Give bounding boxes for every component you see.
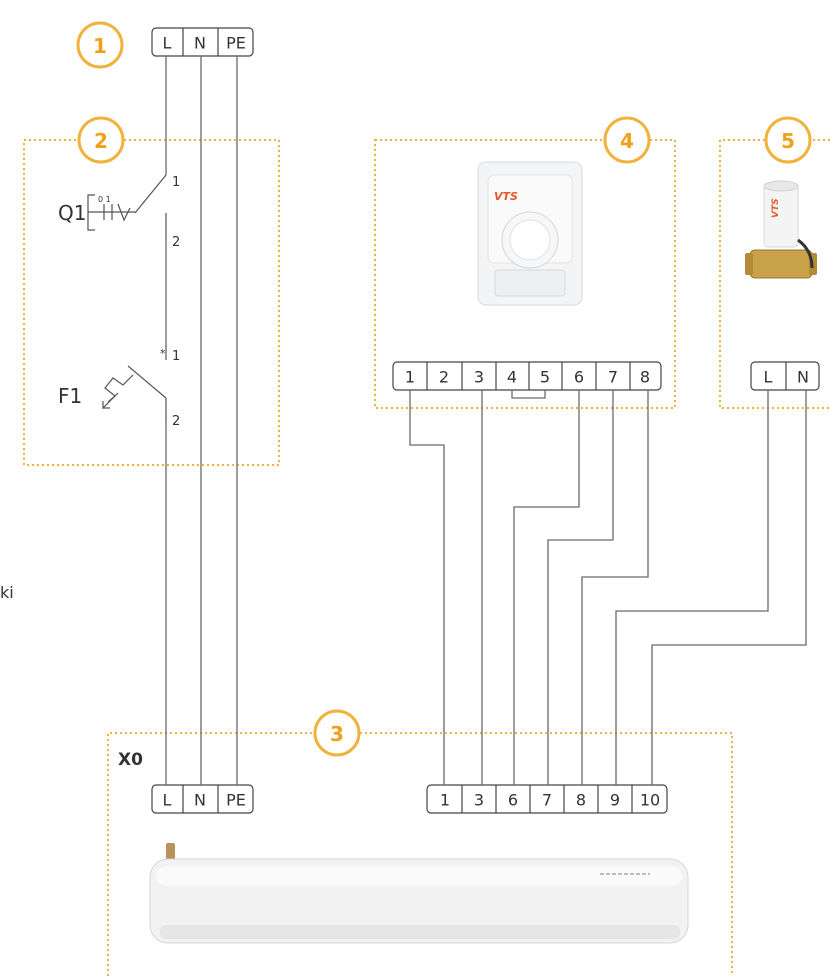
device-terminal-N: N: [194, 791, 206, 810]
section-2-box: [23, 139, 280, 466]
badge-5: 5: [764, 116, 812, 164]
valve-terminal-N: N: [797, 368, 809, 387]
unit-terminal-9: 9: [610, 791, 620, 810]
unit-terminal-8: 8: [576, 791, 586, 810]
badge-1: 1: [76, 21, 124, 69]
power-wires: [165, 56, 238, 785]
side-text: ki: [0, 583, 14, 602]
valve-terminal-block: L N: [750, 361, 820, 391]
f1-pin-bottom: 2: [172, 414, 180, 429]
device-terminal-block: L N PE: [151, 784, 254, 814]
supply-terminal-PE: PE: [226, 34, 246, 53]
valve-brand: VTS: [771, 198, 781, 218]
air-curtain-image: [149, 843, 689, 944]
q1-pin-bottom: 2: [172, 235, 180, 250]
device-terminal-PE: PE: [226, 791, 246, 810]
section-3-box: [107, 732, 733, 976]
supply-terminal-N: N: [194, 34, 206, 53]
q1-switch-symbol: Q1 0 1 1 2: [58, 174, 180, 250]
q1-pin-top: 1: [172, 175, 180, 190]
controller-terminal-4: 4: [507, 368, 517, 387]
unit-terminal-6: 6: [508, 791, 518, 810]
badge-3: 3: [313, 709, 361, 757]
controller-terminal-1: 1: [405, 368, 415, 387]
device-terminal-L: L: [163, 791, 172, 810]
unit-terminal-1: 1: [440, 791, 450, 810]
unit-terminal-7: 7: [542, 791, 552, 810]
unit-terminal-3: 3: [474, 791, 484, 810]
control-wires: [409, 390, 807, 785]
controller-terminal-block: 1 2 3 4 5 6 7 8: [392, 361, 662, 391]
controller-terminal-6: 6: [574, 368, 584, 387]
svg-text:2: 2: [94, 129, 108, 153]
x0-label: X0: [118, 750, 143, 770]
badge-2: 2: [77, 116, 125, 164]
controller-terminal-8: 8: [640, 368, 650, 387]
badge-4: 4: [603, 116, 651, 164]
q1-label: Q1: [58, 201, 86, 225]
valve-terminal-L: L: [764, 368, 773, 387]
supply-terminal-L: L: [163, 34, 172, 53]
q1-contact-marks: 0 1: [98, 195, 111, 204]
unit-terminal-10: 10: [640, 791, 660, 810]
f1-breaker-symbol: * F1 1 2: [58, 345, 180, 429]
controller-terminal-3: 3: [474, 368, 484, 387]
svg-text:4: 4: [620, 129, 634, 153]
svg-text:5: 5: [781, 129, 795, 153]
svg-text:3: 3: [330, 722, 344, 746]
controller-terminal-5: 5: [540, 368, 550, 387]
svg-text:1: 1: [93, 34, 107, 58]
unit-terminal-block: 1 3 6 7 8 9 10: [426, 784, 668, 814]
controller-terminal-2: 2: [439, 368, 449, 387]
f1-pin-top: 1: [172, 349, 180, 364]
supply-terminal-block: L N PE: [151, 27, 254, 57]
f1-star: *: [160, 347, 166, 360]
f1-label: F1: [58, 384, 82, 408]
controller-terminal-7: 7: [608, 368, 618, 387]
controller-image: VTS: [477, 161, 583, 306]
valve-image: VTS: [745, 180, 817, 279]
controller-brand: VTS: [494, 190, 518, 203]
section-4-box: [374, 139, 676, 409]
